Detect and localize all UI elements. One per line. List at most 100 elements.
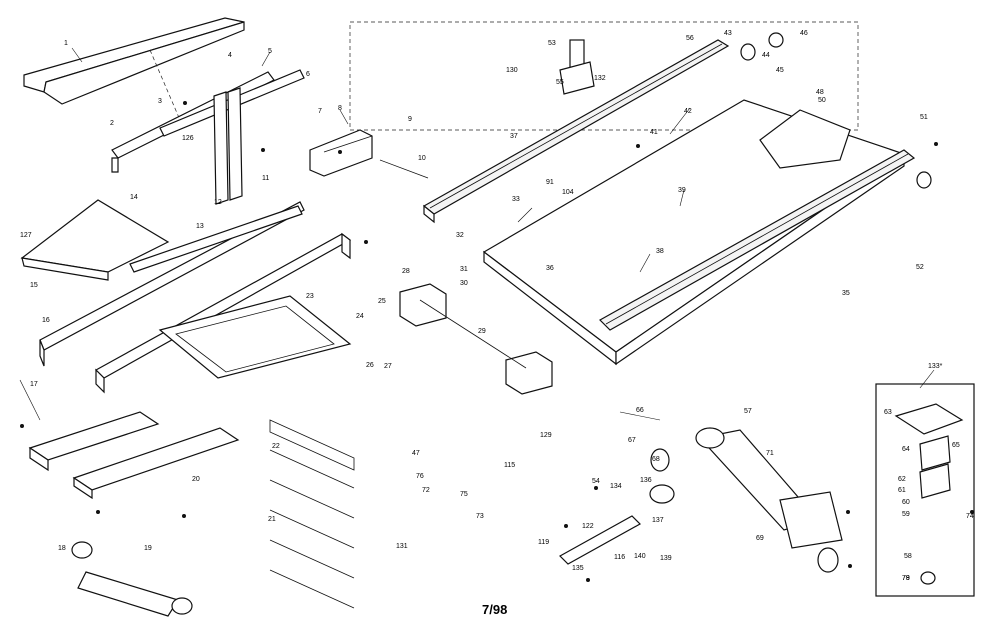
callout-42: 42 <box>684 108 692 115</box>
callout-140: 140 <box>634 553 646 560</box>
callout-55: 55 <box>556 79 564 86</box>
callout-35: 35 <box>842 290 850 297</box>
roller-tube <box>77 571 179 617</box>
callout-25: 25 <box>378 298 386 305</box>
callout-75: 75 <box>460 491 468 498</box>
callout-130: 130 <box>506 67 518 74</box>
callout-28: 28 <box>402 268 410 275</box>
callout-50: 50 <box>818 97 826 104</box>
callout-134: 134 <box>610 483 622 490</box>
callout-126: 126 <box>182 135 194 142</box>
callout-24: 24 <box>356 313 364 320</box>
callout-10: 10 <box>418 155 426 162</box>
callout-119: 119 <box>538 539 549 546</box>
callout-73: 73 <box>476 513 484 520</box>
callout-66: 66 <box>636 407 644 414</box>
callout-15: 15 <box>30 282 38 289</box>
callout-32: 32 <box>456 232 464 239</box>
callout-22: 22 <box>272 443 280 450</box>
callout-18: 18 <box>58 545 66 552</box>
callout-139: 139 <box>660 555 672 562</box>
callout-44: 44 <box>762 52 770 59</box>
callout-129: 129 <box>540 432 552 439</box>
callout-63: 63 <box>884 409 892 416</box>
callout-78: 78 <box>902 575 910 582</box>
callout-14: 14 <box>130 194 138 201</box>
callout-1: 1 <box>64 40 68 47</box>
callout-56: 56 <box>686 35 694 42</box>
callout-91: 91 <box>546 179 554 186</box>
foot-left <box>28 411 160 461</box>
callout-29: 29 <box>478 328 486 335</box>
callout-48: 48 <box>816 89 824 96</box>
callout-69: 69 <box>756 535 764 542</box>
callout-131: 131 <box>396 543 408 550</box>
callout-115: 115 <box>504 462 515 469</box>
motor-hood <box>759 109 851 169</box>
leader-lines <box>19 47 935 421</box>
callout-45: 45 <box>776 67 784 74</box>
callout-76: 76 <box>416 473 424 480</box>
callout-133-star: 133* <box>928 363 943 370</box>
callout-62: 62 <box>898 476 906 483</box>
callout-74: 74 <box>966 513 974 520</box>
callout-72: 72 <box>422 487 430 494</box>
callout-2: 2 <box>110 120 114 127</box>
callout-43: 43 <box>724 30 732 37</box>
callout-67: 67 <box>628 437 636 444</box>
callout-16: 16 <box>42 317 50 324</box>
callout-127: 127 <box>20 232 32 239</box>
leveler-block-lower <box>505 351 553 395</box>
callout-136: 136 <box>640 477 652 484</box>
side-plate-upper <box>269 419 355 471</box>
callout-57: 57 <box>744 408 752 415</box>
callout-59: 59 <box>902 511 910 518</box>
callout-65: 65 <box>952 442 960 449</box>
callout-116: 116 <box>614 554 625 561</box>
callout-26: 26 <box>366 362 374 369</box>
callout-104: 104 <box>562 189 574 196</box>
callout-79: 79 <box>902 575 910 582</box>
callout-9: 9 <box>408 116 412 123</box>
callout-38: 38 <box>656 248 664 255</box>
callout-17: 17 <box>30 381 38 388</box>
callout-47: 47 <box>412 450 420 457</box>
callout-8: 8 <box>338 105 342 112</box>
callout-7: 7 <box>318 108 322 115</box>
date-code: 7/98 <box>482 602 507 617</box>
callout-39: 39 <box>678 187 686 194</box>
callout-64: 64 <box>902 446 910 453</box>
callout-137: 137 <box>652 517 664 524</box>
callout-122: 122 <box>582 523 594 530</box>
callout-61: 61 <box>898 487 906 494</box>
callout-12: 12 <box>214 199 222 206</box>
callout-20: 20 <box>192 476 200 483</box>
callout-3: 3 <box>158 98 162 105</box>
callout-53: 53 <box>548 40 556 47</box>
dashed-group-boundary <box>349 21 859 131</box>
callout-36: 36 <box>546 265 554 272</box>
callout-30: 30 <box>460 280 468 287</box>
callout-21: 21 <box>268 516 276 523</box>
callout-135: 135 <box>572 565 584 572</box>
callout-58: 58 <box>904 553 912 560</box>
callout-27: 27 <box>384 363 392 370</box>
lift-bracket <box>779 491 843 549</box>
callout-68: 68 <box>652 456 660 463</box>
callout-6: 6 <box>306 71 310 78</box>
callout-4: 4 <box>228 52 232 59</box>
callout-37: 37 <box>510 133 518 140</box>
callout-52: 52 <box>916 264 924 271</box>
lift-screw <box>559 515 641 565</box>
callout-33: 33 <box>512 196 520 203</box>
callout-46: 46 <box>800 30 808 37</box>
base-frame <box>158 295 352 379</box>
hardware-fasteners <box>20 101 974 582</box>
callout-41: 41 <box>650 129 658 136</box>
callout-13: 13 <box>196 223 204 230</box>
callout-60: 60 <box>902 499 910 506</box>
leveler-block <box>399 283 447 327</box>
callout-11: 11 <box>262 175 269 182</box>
